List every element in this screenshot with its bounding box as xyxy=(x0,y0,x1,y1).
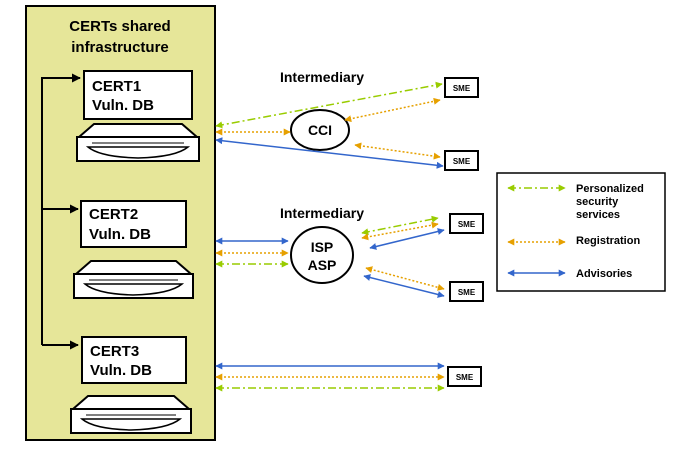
sme-box-2: SME xyxy=(444,150,479,171)
sme-box-1: SME xyxy=(444,77,479,98)
cert1-name: CERT1 xyxy=(92,78,141,95)
cert3-box xyxy=(81,336,187,384)
cert1-drive-icon xyxy=(76,123,200,162)
panel-title-line2: infrastructure xyxy=(71,39,169,56)
flow-advisories-cert1-sme2 xyxy=(215,137,444,169)
cert2-group: CERT2 Vuln. DB xyxy=(73,200,194,299)
isp-asp-node xyxy=(290,226,354,284)
legend-advisories: Advisories xyxy=(576,268,632,280)
legend: Personalized security services Registrat… xyxy=(496,172,666,292)
flow-advisories-isp-sme4 xyxy=(363,274,445,298)
asp-node-label: ASP xyxy=(308,257,337,273)
panel-title-line1: CERTs shared xyxy=(69,18,170,35)
flow-registration-cci-sme2 xyxy=(354,142,441,160)
isp-node-label: ISP xyxy=(311,239,334,255)
sme-box-3: SME xyxy=(449,213,484,234)
intermediary-label-1: Intermediary xyxy=(280,69,364,85)
sme-label-5: SME xyxy=(456,373,474,382)
sme-label-4: SME xyxy=(458,288,476,297)
cert3-name: CERT3 xyxy=(90,343,139,360)
sme-box-4: SME xyxy=(449,281,484,302)
sme-label-1: SME xyxy=(453,84,471,93)
cert2-box xyxy=(80,200,187,248)
sme-box-5: SME xyxy=(447,366,482,387)
cert1-group: CERT1 Vuln. DB xyxy=(76,70,200,162)
cert3-db-label: Vuln. DB xyxy=(90,362,152,379)
flow-personalized-cert1-sme1 xyxy=(215,81,443,129)
cert2-db-label: Vuln. DB xyxy=(89,226,151,243)
legend-registration: Registration xyxy=(576,235,640,247)
cert3-group: CERT3 Vuln. DB xyxy=(70,336,192,434)
cert2-drive-icon xyxy=(73,260,194,299)
cert3-drive-icon xyxy=(70,395,192,434)
legend-personalized-line1: Personalized xyxy=(576,183,644,195)
cert1-db-label: Vuln. DB xyxy=(92,97,154,114)
flow-advisories-isp-sme3 xyxy=(369,228,445,250)
flow-registration-cci-sme1 xyxy=(344,97,441,123)
sme-label-2: SME xyxy=(453,157,471,166)
legend-personalized-line2: security xyxy=(576,196,619,208)
cert2-name: CERT2 xyxy=(89,206,138,223)
legend-personalized-line3: services xyxy=(576,209,620,221)
sme-label-3: SME xyxy=(458,220,476,229)
cci-node-label: CCI xyxy=(308,122,332,138)
cert1-box xyxy=(83,70,193,120)
intermediary-label-2: Intermediary xyxy=(280,205,364,221)
